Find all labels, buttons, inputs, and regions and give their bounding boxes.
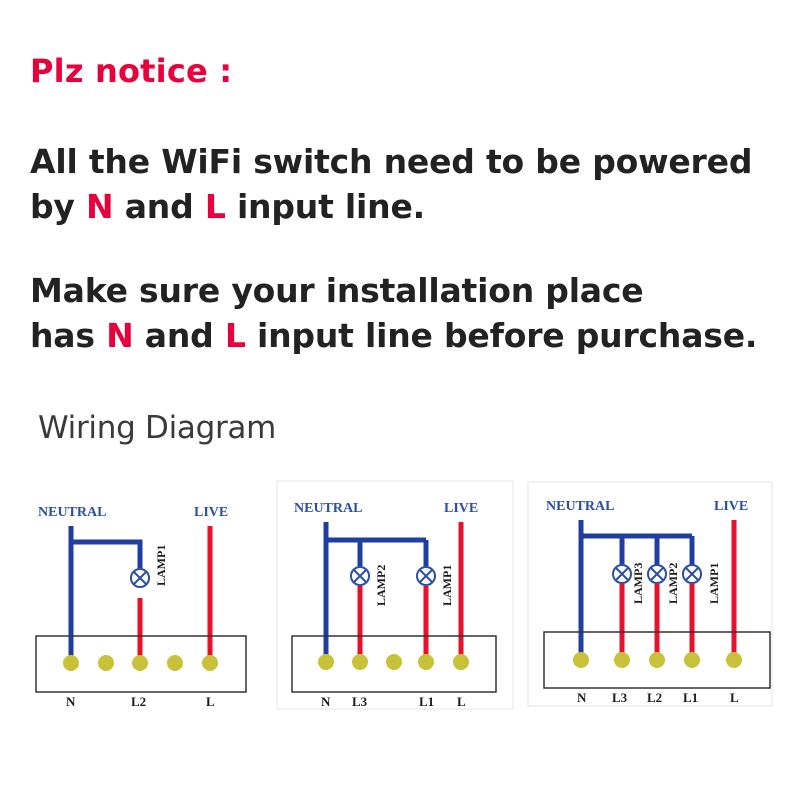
switch-terminal-block (291, 635, 497, 693)
terminal-label: L2 (131, 694, 146, 709)
terminal-label: L3 (612, 690, 628, 705)
installation-check-text: Make sure your installation place has N … (30, 268, 757, 358)
neutral-wire (323, 522, 429, 662)
n-highlight: N (106, 316, 134, 355)
live-wire (619, 520, 737, 660)
switch-terminal-block (543, 631, 771, 689)
lamp-1: LAMP1 (682, 563, 721, 604)
terminals (63, 655, 218, 671)
notice-heading: Plz notice : (30, 52, 233, 90)
lamp-label: LAMP1 (154, 545, 168, 586)
terminal-label: L3 (352, 694, 368, 709)
live-label: LIVE (714, 499, 748, 514)
neutral-wire (578, 520, 695, 660)
live-label: LIVE (194, 505, 228, 520)
terminal-label: L1 (683, 690, 698, 705)
install-line-1: Make sure your installation place (30, 271, 644, 310)
terminals (318, 654, 469, 670)
install-line-2: has N and L input line before purchase. (30, 316, 758, 355)
terminal-label: N (66, 694, 76, 709)
lamp-label: LAMP1 (440, 565, 454, 606)
neutral-label: NEUTRAL (546, 499, 614, 514)
lamp-2: LAMP2 (350, 565, 388, 606)
terminal-label: L2 (647, 690, 662, 705)
switch-terminal-block (35, 635, 247, 693)
power-requirement-text: All the WiFi switch need to be powered b… (30, 139, 752, 229)
terminal-label: N (321, 694, 331, 709)
l-highlight: L (224, 316, 246, 355)
terminal-label: L (730, 690, 739, 705)
lamp-3: LAMP3 (612, 563, 645, 604)
neutral-label: NEUTRAL (38, 505, 106, 520)
terminal-label: L1 (419, 694, 434, 709)
power-line-2: by N and L input line. (30, 187, 425, 226)
terminal-label: L (206, 694, 215, 709)
live-wire (137, 526, 213, 662)
lamp-2: LAMP2 (647, 563, 680, 604)
lamp-label: LAMP2 (374, 565, 388, 606)
wiring-diagram-3-gang: NEUTRAL LIVE LAMP3 LAMP2 LAMP1 N L3 (526, 480, 776, 720)
terminals (573, 652, 742, 668)
wiring-diagram-1-gang: NEUTRAL LIVE LAMP1 N L2 L (28, 480, 258, 720)
lamp-1: LAMP1 (416, 565, 454, 606)
lamp-label: LAMP2 (666, 563, 680, 604)
lamp-label: LAMP1 (707, 563, 721, 604)
live-label: LIVE (444, 501, 478, 516)
power-line-1: All the WiFi switch need to be powered (30, 142, 753, 181)
l-highlight: L (204, 187, 226, 226)
neutral-wire (68, 526, 143, 662)
terminal-label: N (577, 690, 587, 705)
wiring-diagram-title: Wiring Diagram (38, 410, 277, 446)
neutral-label: NEUTRAL (294, 501, 362, 516)
n-highlight: N (86, 187, 114, 226)
wiring-diagram-2-gang: NEUTRAL LIVE LAMP2 LAMP1 N L3 L1 L (276, 480, 516, 720)
terminal-label: L (457, 694, 466, 709)
live-wire (357, 522, 464, 662)
lamp-1: LAMP1 (130, 545, 168, 588)
lamp-label: LAMP3 (631, 563, 645, 604)
